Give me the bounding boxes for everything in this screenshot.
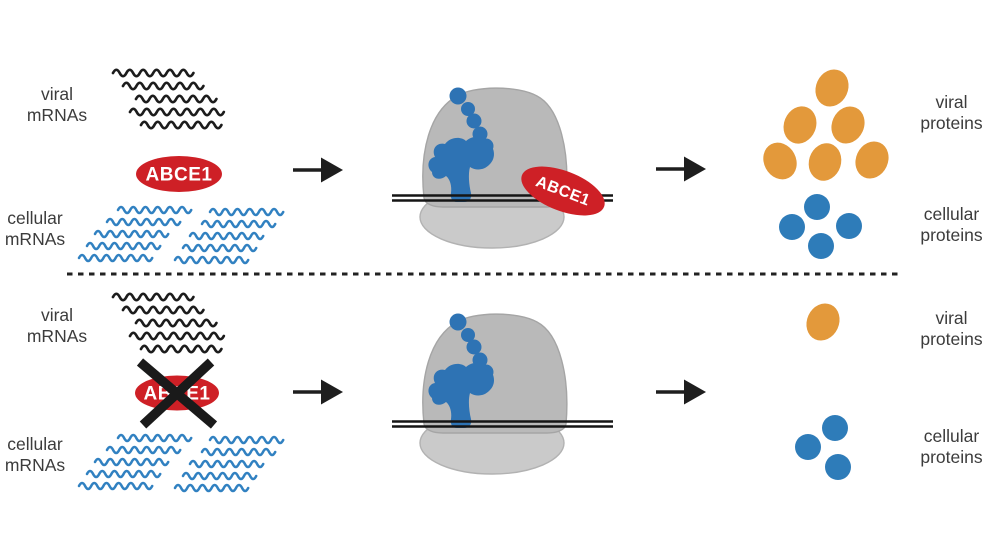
label-viral-mrnas-bottom: viral mRNAs (26, 305, 88, 346)
label-cellular-proteins-bottom: cellular proteins (920, 426, 983, 467)
cellular-mrna-strand (188, 459, 265, 469)
cellular-mrna-strand (200, 219, 277, 229)
cellular-mrna-strand (173, 483, 250, 493)
viral-protein-oval (808, 143, 842, 181)
cellular-mrna-strand (105, 445, 182, 455)
viral-mrna-strand (111, 292, 195, 302)
abce1-badge-top: ABCE1 (136, 156, 222, 192)
cellular-proteins-group-bottom (795, 415, 851, 480)
arrow-right-bottom (654, 377, 708, 407)
cellular-protein-circle (825, 454, 851, 480)
cellular-mrna-strand (116, 433, 193, 443)
label-cellular-mrnas-top: cellular mRNAs (4, 208, 66, 249)
abce1-badge-bottom: ABCE1 (135, 358, 219, 429)
viral-mrna-group-bottom (111, 292, 226, 354)
ribosome-top (390, 86, 615, 250)
cellular-protein-circle (836, 213, 862, 239)
arrow-right-top (654, 154, 708, 184)
cellular-protein-circle (795, 434, 821, 460)
label-viral-proteins-bottom: viral proteins (920, 308, 983, 349)
viral-mrna-strand (139, 120, 223, 130)
cellular-mrna-group-top (77, 205, 285, 265)
viral-mrna-strand (121, 305, 205, 315)
cellular-mrna-strand (208, 435, 285, 445)
cellular-mrna-strand (188, 231, 265, 241)
cellular-mrna-strand (77, 481, 154, 491)
viral-mrna-strand (121, 81, 205, 91)
cellular-mrna-strand (173, 255, 250, 265)
cellular-protein-circle (779, 214, 805, 240)
ribosome-bottom (390, 312, 615, 476)
abce1-cross-mark (136, 358, 218, 429)
cellular-proteins-group-top (779, 194, 862, 259)
label-viral-mrnas-top: viral mRNAs (26, 84, 88, 125)
viral-protein-oval (855, 141, 889, 179)
ribosome-abce1-badge: ABCE1 (521, 166, 605, 216)
viral-mrna-strand (139, 344, 223, 354)
cellular-protein-circle (808, 233, 834, 259)
cellular-mrna-group-bottom (77, 433, 285, 493)
viral-protein-oval (831, 106, 865, 144)
label-cellular-proteins-top: cellular proteins (920, 204, 983, 245)
cellular-mrna-strand (93, 229, 170, 239)
viral-proteins-group-top (763, 69, 889, 181)
cellular-protein-circle (804, 194, 830, 220)
viral-protein-oval (763, 142, 797, 180)
label-viral-proteins-top: viral proteins (920, 92, 983, 133)
viral-proteins-group-bottom (806, 303, 840, 341)
abce1-ellipse-top (136, 156, 222, 192)
viral-protein-oval (815, 69, 849, 107)
cellular-protein-circle (822, 415, 848, 441)
arrow-left-bottom (291, 377, 345, 407)
viral-mrna-strand (134, 318, 218, 328)
cellular-mrna-strand (181, 243, 258, 253)
cellular-mrna-strand (200, 447, 277, 457)
viral-mrna-strand (111, 68, 195, 78)
cellular-mrna-strand (105, 217, 182, 227)
viral-protein-oval (783, 106, 817, 144)
cellular-mrna-strand (85, 469, 162, 479)
cellular-mrna-strand (116, 205, 193, 215)
cellular-mrna-strand (77, 253, 154, 263)
viral-mrna-group-top (111, 68, 226, 130)
cellular-mrna-strand (208, 207, 285, 217)
cellular-mrna-strand (181, 471, 258, 481)
arrow-left-top (291, 155, 345, 185)
viral-mrna-strand (134, 94, 218, 104)
cellular-mrna-strand (85, 241, 162, 251)
viral-protein-oval (806, 303, 840, 341)
abce1-label-top: ABCE1 (146, 165, 213, 186)
viral-mrna-strand (128, 107, 226, 117)
abce1-ellipse-ribosome (521, 166, 605, 216)
label-cellular-mrnas-bottom: cellular mRNAs (4, 434, 66, 475)
cellular-mrna-strand (93, 457, 170, 467)
viral-mrna-strand (128, 331, 226, 341)
